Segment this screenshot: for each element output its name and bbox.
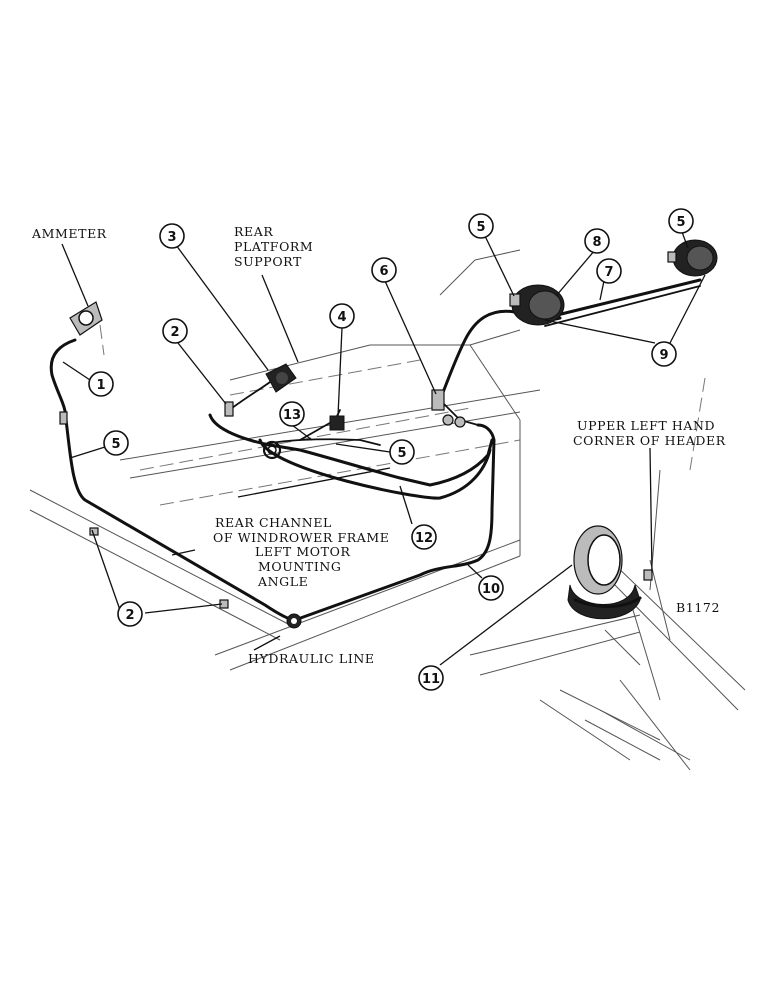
svg-text:3: 3 xyxy=(167,230,176,245)
callout-4: 4 xyxy=(329,303,355,329)
callout-5: 5 xyxy=(468,213,494,239)
svg-text:7: 7 xyxy=(604,265,613,280)
header-frame xyxy=(469,377,746,771)
callout-12: 12 xyxy=(411,524,437,550)
svg-text:11: 11 xyxy=(422,672,440,687)
callout-7: 7 xyxy=(596,258,622,284)
svg-text:5: 5 xyxy=(676,215,685,230)
connector-clip xyxy=(59,401,234,609)
text-labels: AMMETER REAR PLATFORM SUPPORT UPPER LEFT… xyxy=(31,224,726,666)
svg-text:12: 12 xyxy=(415,531,433,546)
svg-text:2: 2 xyxy=(170,325,179,340)
ammeter-label: AMMETER xyxy=(31,226,107,241)
rear-channel-label: REAR CHANNEL xyxy=(215,515,332,530)
upper-left-hand-label: UPPER LEFT HAND xyxy=(577,418,715,433)
header-light xyxy=(567,525,653,620)
callouts: 1 2 2 3 4 5 5 5 5 6 7 8 9 10 11 12 13 xyxy=(88,208,694,691)
rear-channel-label: OF WINDROWER FRAME xyxy=(213,530,390,545)
ammeter-gauge xyxy=(69,301,105,356)
left-motor-label: MOUNTING xyxy=(258,559,342,574)
svg-text:10: 10 xyxy=(482,582,500,597)
callout-13: 13 xyxy=(279,401,305,427)
callout-3: 3 xyxy=(159,223,185,249)
svg-text:5: 5 xyxy=(111,437,120,452)
left-motor-label: LEFT MOTOR xyxy=(255,544,350,559)
callout-10: 10 xyxy=(478,575,504,601)
rear-platform-light xyxy=(265,363,297,393)
upper-left-hand-label: CORNER OF HEADER xyxy=(573,433,726,448)
svg-text:4: 4 xyxy=(337,310,346,325)
figure-code: B1172 xyxy=(676,600,720,615)
svg-text:5: 5 xyxy=(476,220,485,235)
svg-text:8: 8 xyxy=(592,235,601,250)
callout-2: 2 xyxy=(162,318,188,344)
callout-6: 6 xyxy=(371,257,397,283)
svg-text:5: 5 xyxy=(397,446,406,461)
svg-text:1: 1 xyxy=(96,378,105,393)
callout-5: 5 xyxy=(103,430,129,456)
hydraulic-line-label: HYDRAULIC LINE xyxy=(248,651,375,666)
svg-text:9: 9 xyxy=(659,348,668,363)
grommet xyxy=(286,613,302,629)
callout-5: 5 xyxy=(668,208,694,234)
callout-2: 2 xyxy=(117,601,143,627)
wire-coil xyxy=(262,440,282,460)
rear-platform-support-label: SUPPORT xyxy=(234,254,302,269)
callout-1: 1 xyxy=(88,371,114,397)
flood-light-right xyxy=(667,239,718,277)
leader-lines xyxy=(61,231,706,666)
rear-platform-support-label: PLATFORM xyxy=(234,239,313,254)
callout-8: 8 xyxy=(584,228,610,254)
junction-block xyxy=(329,389,466,431)
left-motor-label: ANGLE xyxy=(257,574,308,589)
rear-platform-support-label: REAR xyxy=(234,224,273,239)
svg-text:2: 2 xyxy=(125,608,134,623)
callout-5: 5 xyxy=(389,439,415,465)
flood-light-left xyxy=(509,284,565,326)
svg-text:13: 13 xyxy=(283,408,301,423)
callout-11: 11 xyxy=(418,665,444,691)
callout-9: 9 xyxy=(651,341,677,367)
svg-text:6: 6 xyxy=(379,264,388,279)
